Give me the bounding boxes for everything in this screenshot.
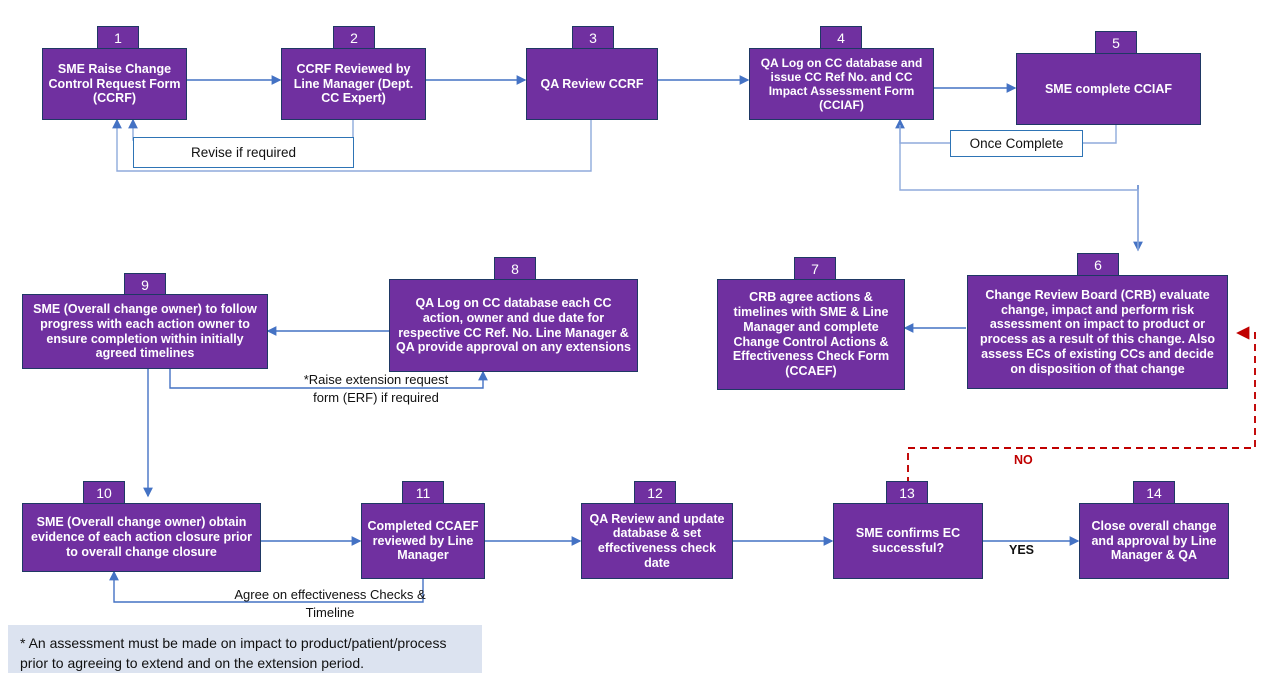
node-number-7: 7 xyxy=(811,260,819,277)
node-13[interactable]: SME confirms EC successful? xyxy=(833,503,983,579)
node-3[interactable]: QA Review CCRF xyxy=(526,48,658,120)
node-5[interactable]: SME complete CCIAF xyxy=(1016,53,1201,125)
node-badge-11: 11 xyxy=(402,481,444,503)
node-6-label: Change Review Board (CRB) evaluate chang… xyxy=(979,287,1216,376)
node-8-label: QA Log on CC database each CC action, ow… xyxy=(395,296,631,355)
revise-label-text: Revise if required xyxy=(190,145,297,160)
node-12-label: QA Review and update database & set effe… xyxy=(589,511,725,570)
erf-note-line2: form (ERF) if required xyxy=(313,389,439,405)
node-number-10: 10 xyxy=(96,484,112,501)
annotation-erf-note: *Raise extension request form (ERF) if r… xyxy=(266,371,486,406)
node-number-11: 11 xyxy=(415,484,431,501)
node-4-label: QA Log on CC database and issue CC Ref N… xyxy=(760,55,923,113)
node-badge-8: 8 xyxy=(494,257,536,279)
node-number-13: 13 xyxy=(899,484,915,501)
connector-11-to-10-loop xyxy=(109,569,424,603)
yes-label-text: YES xyxy=(1009,543,1035,557)
node-1[interactable]: SME Raise Change Control Request Form (C… xyxy=(42,48,187,120)
annotation-agree-note: Agree on effectiveness Checks & Timeline xyxy=(160,586,500,621)
node-3-label: QA Review CCRF xyxy=(540,76,644,91)
node-number-2: 2 xyxy=(350,29,358,46)
node-14[interactable]: Close overall change and approval by Lin… xyxy=(1079,503,1229,579)
connector-label-revise: Revise if required xyxy=(133,137,354,168)
node-number-8: 8 xyxy=(511,260,519,277)
node-badge-13: 13 xyxy=(886,481,928,503)
node-14-label: Close overall change and approval by Lin… xyxy=(1091,518,1217,563)
node-number-9: 9 xyxy=(141,276,149,293)
footnote-line1: * An assessment must be made on impact t… xyxy=(20,635,447,651)
node-10-label: SME (Overall change owner) obtain eviden… xyxy=(31,515,252,559)
node-badge-3: 3 xyxy=(572,26,614,48)
node-number-12: 12 xyxy=(647,484,663,501)
node-11[interactable]: Completed CCAEF reviewed by Line Manager xyxy=(361,503,485,579)
node-number-6: 6 xyxy=(1094,256,1102,273)
node-badge-1: 1 xyxy=(97,26,139,48)
node-number-5: 5 xyxy=(1112,34,1120,51)
node-number-14: 14 xyxy=(1146,484,1162,501)
node-number-1: 1 xyxy=(114,29,122,46)
decision-label-no: NO xyxy=(1014,453,1033,467)
node-9[interactable]: SME (Overall change owner) to follow pro… xyxy=(22,294,268,369)
node-8[interactable]: QA Log on CC database each CC action, ow… xyxy=(389,279,638,372)
erf-note-line1: *Raise extension request xyxy=(303,372,449,387)
node-2[interactable]: CCRF Reviewed by Line Manager (Dept. CC … xyxy=(281,48,426,120)
no-label-text: NO xyxy=(1014,453,1033,467)
node-7-label: CRB agree actions & timelines with SME &… xyxy=(732,290,890,378)
node-1-label: SME Raise Change Control Request Form (C… xyxy=(48,61,181,106)
node-7[interactable]: CRB agree actions & timelines with SME &… xyxy=(717,279,905,390)
node-badge-12: 12 xyxy=(634,481,676,503)
node-badge-7: 7 xyxy=(794,257,836,279)
connector-label-once-complete: Once Complete xyxy=(950,130,1083,157)
node-12[interactable]: QA Review and update database & set effe… xyxy=(581,503,733,579)
footnote-line2: prior to agreeing to extend and on the e… xyxy=(20,655,365,672)
node-badge-6: 6 xyxy=(1077,253,1119,275)
footnote-box: * An assessment must be made on impact t… xyxy=(8,625,482,673)
connector-9-to-8-extension xyxy=(169,369,488,389)
node-badge-10: 10 xyxy=(83,481,125,503)
node-badge-2: 2 xyxy=(333,26,375,48)
decision-label-yes: YES xyxy=(1009,543,1034,557)
node-badge-5: 5 xyxy=(1095,31,1137,53)
connector-3-to-1-revise xyxy=(112,118,592,172)
once-complete-label-text: Once Complete xyxy=(969,136,1064,151)
node-5-label: SME complete CCIAF xyxy=(1044,81,1173,96)
agree-note-line2: Timeline xyxy=(305,604,355,620)
node-9-label: SME (Overall change owner) to follow pro… xyxy=(33,302,257,361)
agree-note-line1: Agree on effectiveness Checks & xyxy=(234,587,426,602)
node-badge-9: 9 xyxy=(124,273,166,295)
node-2-label: CCRF Reviewed by Line Manager (Dept. CC … xyxy=(293,61,414,106)
node-10[interactable]: SME (Overall change owner) obtain eviden… xyxy=(22,503,261,572)
node-4[interactable]: QA Log on CC database and issue CC Ref N… xyxy=(749,48,934,120)
node-6[interactable]: Change Review Board (CRB) evaluate chang… xyxy=(967,275,1228,389)
node-badge-14: 14 xyxy=(1133,481,1175,503)
node-13-label: SME confirms EC successful? xyxy=(855,526,961,555)
connector-4-to-6-path xyxy=(899,125,1139,250)
node-badge-4: 4 xyxy=(820,26,862,48)
node-11-label: Completed CCAEF reviewed by Line Manager xyxy=(367,518,479,563)
node-number-4: 4 xyxy=(837,29,845,46)
node-number-3: 3 xyxy=(589,29,597,46)
